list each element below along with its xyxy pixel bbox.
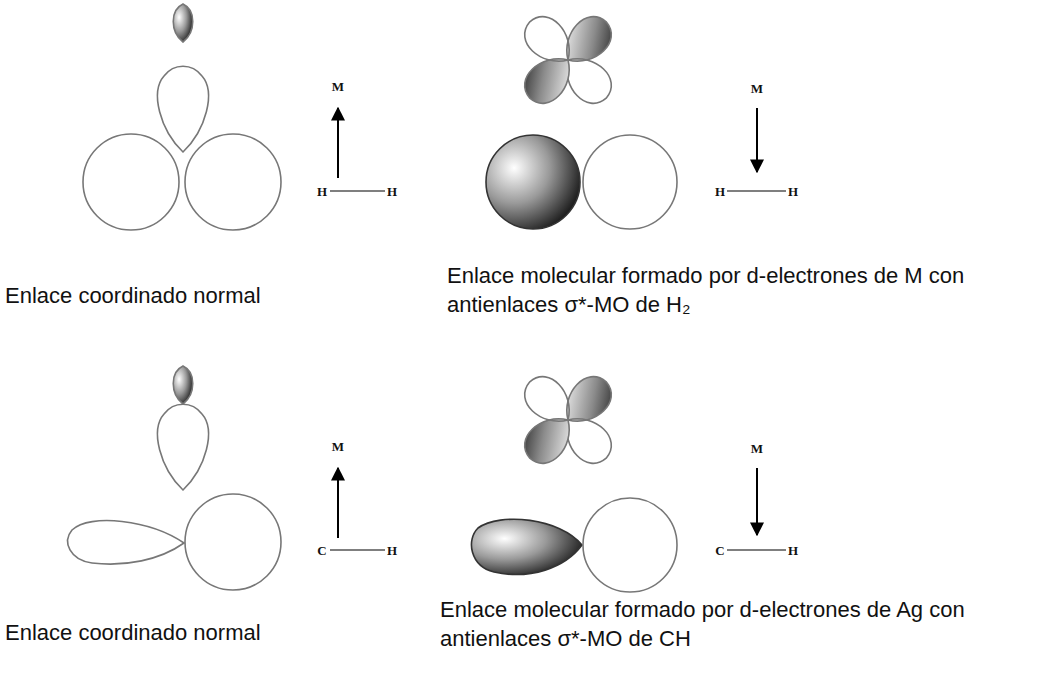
caption: Enlace coordinado normal — [5, 282, 261, 311]
metal-atom-label: M — [751, 82, 763, 95]
atom-label: C — [317, 544, 326, 557]
atom-label: H — [788, 185, 798, 198]
atom-label: H — [387, 544, 397, 557]
atom-label: C — [715, 544, 724, 557]
metal-atom-label: M — [751, 442, 763, 455]
atom-label: H — [387, 185, 397, 198]
atom-label: H — [715, 185, 725, 198]
metal-atom-label: M — [332, 440, 344, 453]
metal-atom-label: M — [332, 80, 344, 93]
caption: Enlace coordinado normal — [5, 619, 261, 648]
caption: Enlace molecular formado por d-electrone… — [447, 262, 1057, 319]
atom-label: H — [317, 185, 327, 198]
atom-label: H — [788, 544, 798, 557]
caption: Enlace molecular formado por d-electrone… — [440, 596, 1056, 653]
